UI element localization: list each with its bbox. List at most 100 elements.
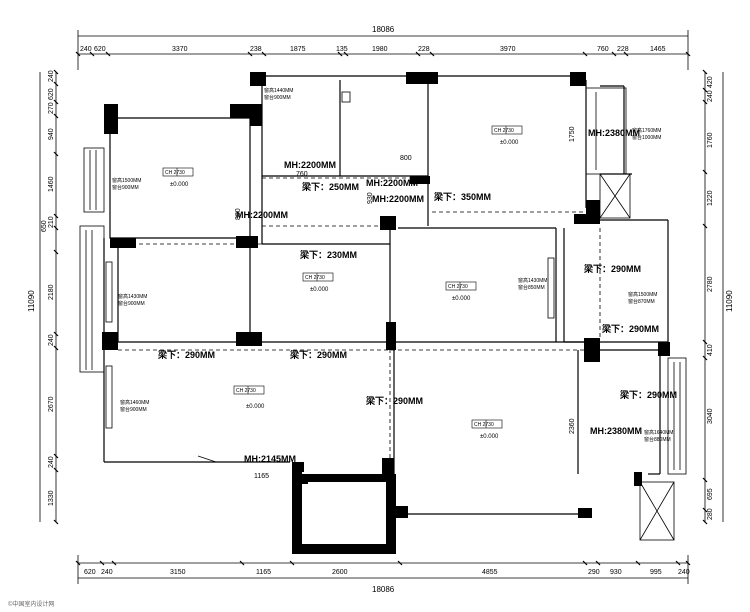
dim-top-12: 1465 (650, 46, 666, 53)
beam-label-290-c: 梁下：290MM (157, 349, 215, 360)
window-note-left-2: 窗高1430MM (118, 293, 147, 300)
dim-bottom-8: 930 (610, 569, 622, 576)
dim-inner-930: 930 (367, 192, 374, 204)
dim-right-3: 1760 (707, 132, 714, 148)
dim-right-7: 3040 (707, 408, 714, 424)
dim-left-7: 650 (41, 220, 48, 232)
dim-top-5: 1875 (290, 46, 306, 53)
dim-top-7: 1980 (372, 46, 388, 53)
mh-label-corridor-2: MH:2200MM (372, 194, 424, 204)
window-note-left-2-sill: 窗台900MM (118, 300, 145, 307)
dim-inner-2360: 2360 (569, 418, 576, 434)
dim-bottom-6: 4855 (482, 569, 498, 576)
dim-top-3: 3370 (172, 46, 188, 53)
dim-right-6: 410 (707, 344, 714, 356)
dim-top-11: 228 (617, 46, 629, 53)
beam-label-290-f: 梁下：290MM (619, 389, 677, 400)
dim-right-4: 1220 (707, 190, 714, 206)
window-note-top-room: 窗高1440MM (264, 87, 293, 94)
mh-label-hall: MH:2200MM (236, 210, 288, 220)
level-living: ±0.000 (246, 404, 265, 410)
dim-left-3: 270 (48, 102, 55, 114)
mh-label-kitchen: MH:2380MM (588, 128, 640, 138)
dim-bottom-3: 3150 (170, 569, 186, 576)
mh-label-bath: MH:2200MM (284, 160, 336, 170)
dim-top-4: 238 (250, 46, 262, 53)
window-note-left-3-sill: 窗台900MM (120, 406, 147, 413)
ch-tag-living: CH 2730 (236, 388, 256, 394)
ch-tag-bedroom-1: CH 2730 (165, 170, 185, 176)
mh-label-corridor-1: MH:2200MM (366, 178, 418, 188)
window-note-left-3: 窗高1460MM (120, 399, 149, 406)
watermark: ©中国室内设计网 (8, 600, 54, 608)
beam-label-290-e: 梁下：290MM (365, 395, 423, 406)
dim-top-6: 135 (336, 46, 348, 53)
window-note-mid: 窗高1430MM (518, 277, 547, 284)
dim-right-2: 240 (707, 90, 714, 102)
overall-height-left: 11090 (27, 290, 36, 312)
windows (79, 87, 687, 541)
dim-top-2: 620 (94, 46, 106, 53)
dim-left-4: 940 (48, 128, 55, 140)
beam-label-290-d: 梁下：290MM (289, 349, 347, 360)
window-note-right-1: 窗高1760MM (632, 127, 661, 134)
dimension-ticks (53, 51, 708, 566)
beam-label-290-a: 梁下：290MM (583, 263, 641, 274)
level-hall: ±0.000 (310, 287, 329, 293)
window-note-right-1-sill: 窗台1000MM (632, 134, 661, 141)
dim-left-9: 240 (48, 334, 55, 346)
dim-top-1: 240 (80, 46, 92, 53)
dim-inner-800: 800 (400, 155, 412, 162)
dim-left-10: 2670 (48, 396, 55, 412)
ch-tag-kitchen: CH 2730 (494, 128, 514, 134)
window-note-left-1-sill: 窗台900MM (112, 184, 139, 191)
dim-top-9: 3970 (500, 46, 516, 53)
dim-top-8: 228 (418, 46, 430, 53)
dim-inner-1165: 1165 (254, 473, 269, 480)
dim-left-2: 620 (48, 88, 55, 100)
window-note-right-2-sill: 窗台870MM (628, 298, 655, 305)
window-note-right-3: 窗高1640MM (644, 429, 673, 436)
window-note-top-room-sill: 窗台900MM (264, 94, 291, 101)
window-note-left-1: 窗高1500MM (112, 177, 141, 184)
mh-label-balcony: MH:2380MM (590, 426, 642, 436)
beam-label-290-b: 梁下：290MM (601, 323, 659, 334)
level-dining: ±0.000 (480, 434, 499, 440)
level-bedroom-1: ±0.000 (170, 182, 189, 188)
dim-bottom-2: 240 (101, 569, 113, 576)
ceiling-tags (162, 125, 523, 429)
wall-lines (103, 75, 669, 515)
beam-label-250: 梁下：250MM (301, 181, 359, 192)
ch-tag-dining: CH 2730 (474, 422, 494, 428)
level-bedroom-2: ±0.000 (452, 296, 471, 302)
dim-bottom-9: 995 (650, 569, 662, 576)
window-note-right-3-sill: 窗台880MM (644, 436, 671, 443)
dimension-lines (39, 30, 724, 584)
dim-right-1: 420 (707, 76, 714, 88)
dim-bottom-1: 620 (84, 569, 96, 576)
wall-columns (102, 72, 670, 554)
dim-left-6: 210 (48, 216, 55, 228)
dim-left-11: 240 (48, 456, 55, 468)
dim-top-10: 760 (597, 46, 609, 53)
dim-bottom-10: 240 (678, 569, 690, 576)
dim-left-12: 1330 (48, 490, 55, 506)
dim-left-5: 1460 (48, 176, 55, 192)
dim-left-8: 2180 (48, 284, 55, 300)
dim-bottom-4: 1165 (256, 569, 271, 576)
dim-bottom-5: 2600 (332, 569, 348, 576)
ch-tag-hall: CH 2730 (305, 275, 325, 281)
beam-label-350: 梁下：350MM (433, 191, 491, 202)
window-note-mid-sill: 窗台850MM (518, 284, 545, 291)
window-note-right-2: 窗高1500MM (628, 291, 657, 298)
overall-width-top: 18086 (372, 25, 395, 34)
dim-right-8: 695 (707, 488, 714, 500)
level-kitchen: ±0.000 (500, 140, 519, 146)
overall-height-right: 11090 (725, 290, 734, 312)
overall-width-bottom: 18086 (372, 585, 395, 594)
dim-bottom-7: 290 (588, 569, 600, 576)
dim-inner-1750: 1750 (569, 126, 576, 142)
dim-left-1: 240 (48, 70, 55, 82)
dim-right-9: 280 (707, 508, 714, 520)
